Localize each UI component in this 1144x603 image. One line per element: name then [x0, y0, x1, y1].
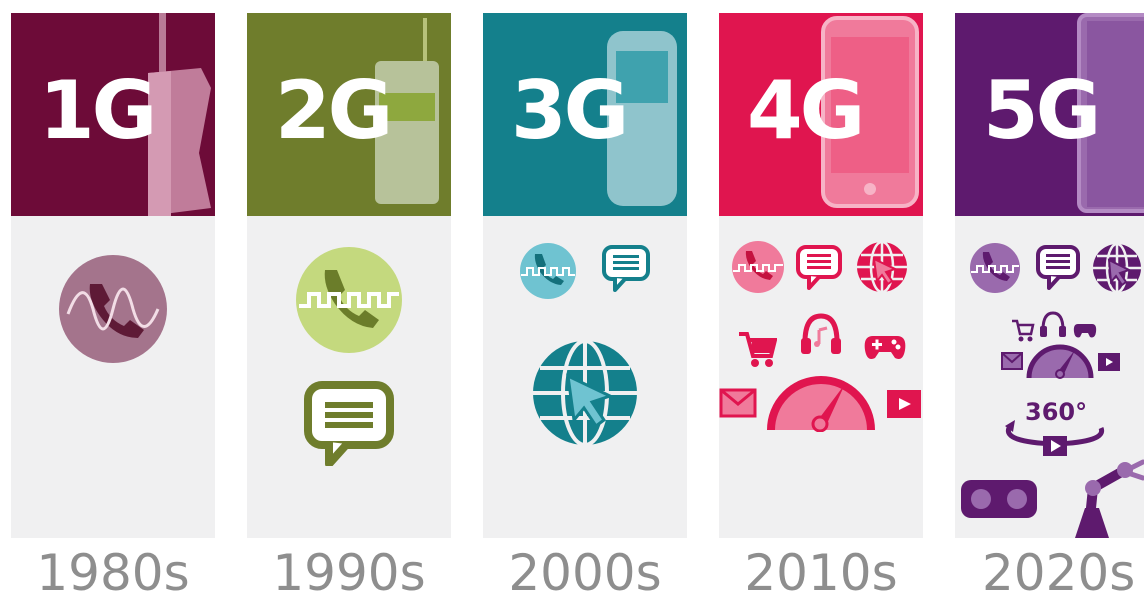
- smartphone-icon: [821, 16, 919, 208]
- shopping-cart-icon: [739, 332, 777, 367]
- generation-label: 4G: [747, 64, 865, 157]
- generation-label: 1G: [39, 64, 157, 157]
- text-message-icon: [796, 245, 842, 290]
- generation-label: 5G: [983, 64, 1101, 157]
- web-browsing-icon: [1093, 242, 1141, 294]
- generation-card-5g: 5G: [955, 13, 1144, 538]
- generation-header-1g: 1G: [11, 13, 215, 216]
- email-icon: [1001, 352, 1023, 370]
- digital-voice-call-icon: [732, 241, 784, 293]
- decade-label-1g: 1980s: [36, 544, 190, 602]
- speedometer-icon: [1026, 344, 1094, 379]
- generation-card-3g: 3G: [483, 13, 687, 538]
- generation-card-2g: 2G: [247, 13, 451, 538]
- tablet-icon: [1077, 13, 1144, 213]
- music-icon: [1040, 311, 1066, 337]
- generation-header-4g: 4G: [719, 13, 923, 216]
- generation-card-1g: 1G: [11, 13, 215, 538]
- generation-header-2g: 2G: [247, 13, 451, 216]
- capabilities-panel-4g: [719, 216, 923, 538]
- vr-headset-icon: [961, 480, 1037, 518]
- generation-card-4g: 4G: [719, 13, 923, 538]
- 360-video-icon: 360°: [995, 398, 1115, 458]
- shopping-cart-icon: [1012, 319, 1035, 342]
- capabilities-panel-2g: [247, 216, 451, 538]
- text-message-icon: [304, 381, 394, 466]
- capabilities-panel-5g: 360°: [955, 216, 1144, 538]
- decade-label-5g: 2020s: [982, 544, 1136, 602]
- feature-phone-icon: [607, 31, 677, 206]
- decade-label-4g: 2010s: [744, 544, 898, 602]
- decade-label-2g: 1990s: [272, 544, 426, 602]
- digital-voice-call-icon: [520, 243, 576, 299]
- capabilities-panel-1g: [11, 216, 215, 538]
- digital-voice-call-icon: [296, 247, 402, 353]
- text-message-icon: [602, 245, 650, 292]
- brick-phone-icon: [148, 13, 211, 216]
- game-controller-icon: [864, 336, 906, 359]
- generation-header-3g: 3G: [483, 13, 687, 216]
- candybar-phone-icon: [375, 18, 439, 204]
- rotation-arrow-icon: [1005, 420, 1105, 456]
- video-icon: [1098, 353, 1120, 371]
- generation-label: 2G: [275, 64, 393, 157]
- digital-voice-call-icon: [970, 243, 1020, 293]
- web-browsing-icon: [857, 240, 907, 294]
- video-icon: [887, 390, 921, 418]
- robot-arm-icon: [1075, 459, 1144, 538]
- generation-label: 3G: [511, 64, 629, 157]
- web-browsing-icon: [533, 339, 637, 447]
- email-icon: [719, 388, 757, 418]
- game-controller-icon: [1073, 324, 1097, 338]
- 360-label: 360°: [1025, 398, 1088, 426]
- decade-label-3g: 2000s: [508, 544, 662, 602]
- music-icon: [801, 313, 841, 354]
- analog-voice-call-icon: [59, 255, 167, 363]
- speedometer-icon: [767, 376, 875, 432]
- generation-header-5g: 5G: [955, 13, 1144, 216]
- capabilities-panel-3g: [483, 216, 687, 538]
- text-message-icon: [1036, 245, 1080, 290]
